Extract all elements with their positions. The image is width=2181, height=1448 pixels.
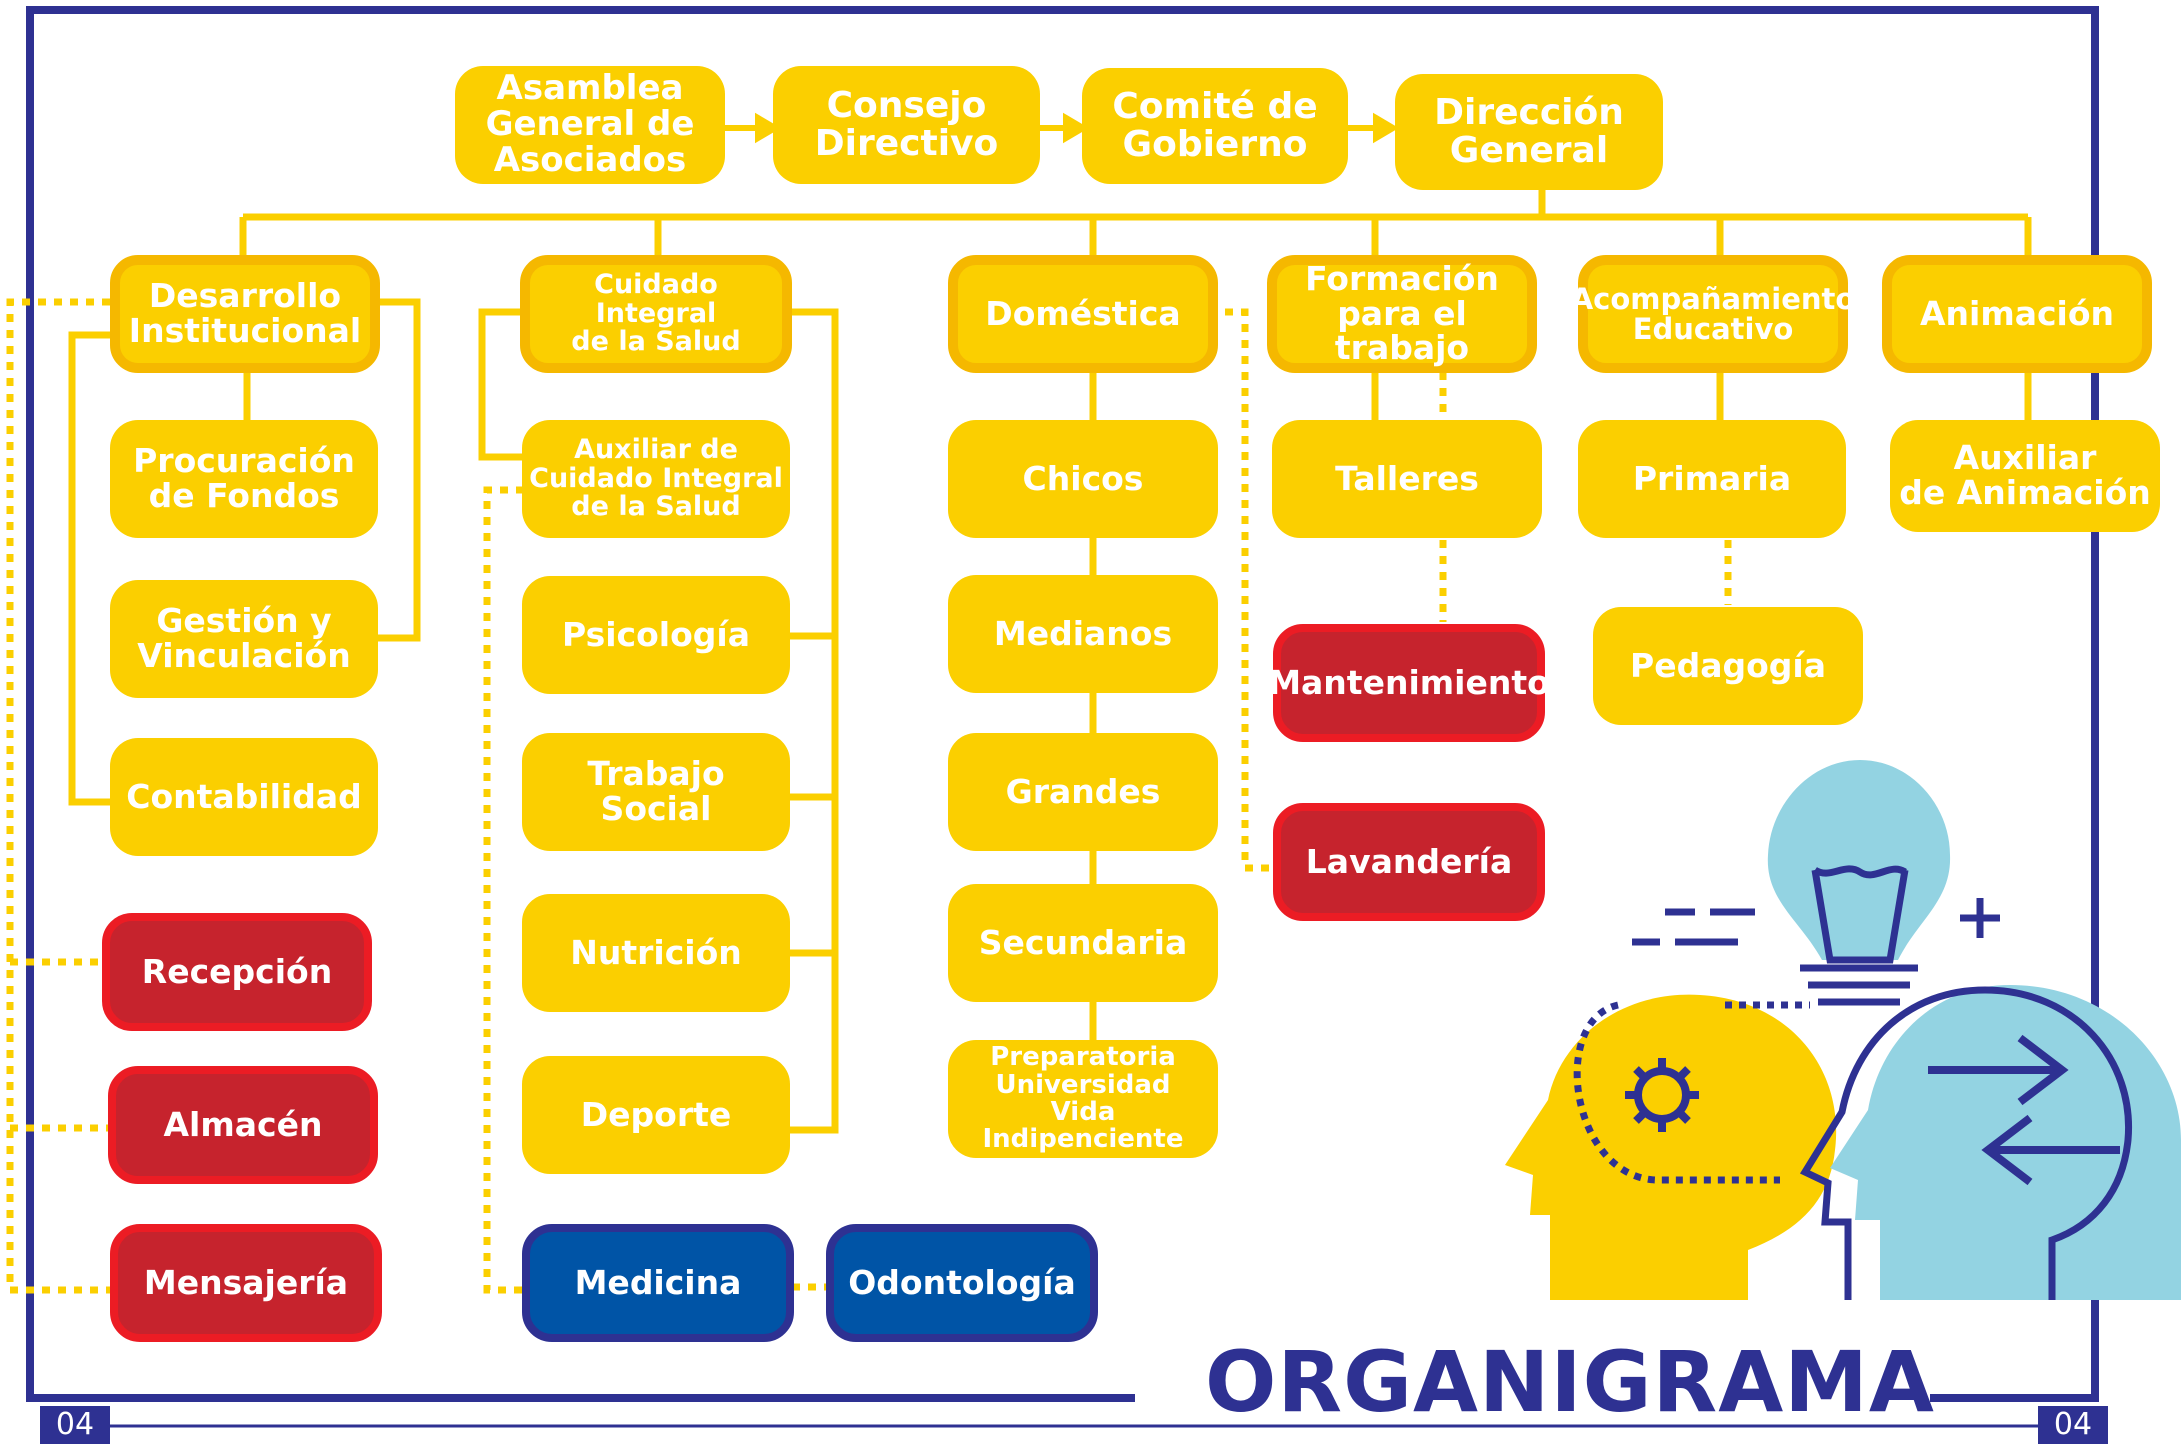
node-procuracion-fondos: Procuración de Fondos [110,420,378,538]
node-trabajo-social: Trabajo Social [522,733,790,851]
node-almacen: Almacén [108,1066,378,1184]
gear-icon [1625,1058,1699,1132]
node-grandes: Grandes [948,733,1218,851]
dept-acompanamiento-educativo: Acompañamiento Educativo [1571,255,1855,373]
node-talleres: Talleres [1272,420,1542,538]
node-mensajeria: Mensajería [110,1224,382,1342]
dept-desarrollo-institucional: Desarrollo Institucional [110,255,380,373]
node-gestion-vinculacion: Gestión y Vinculación [110,580,378,698]
node-deporte: Deporte [522,1056,790,1174]
node-auxiliar-cuidado: Auxiliar de Cuidado Integral de la Salud [522,420,790,538]
node-primaria: Primaria [1578,420,1846,538]
node-lavanderia: Lavandería [1273,803,1545,921]
dept-cuidado-integral: Cuidado Integral de la Salud [520,255,792,373]
yellow-head-icon [1505,994,1837,1300]
node-contabilidad: Contabilidad [110,738,378,856]
node-odontologia: Odontología [826,1224,1098,1342]
node-medicina: Medicina [522,1224,794,1342]
frame-border [26,6,2099,1402]
node-mantenimiento: Mantenimiento [1268,624,1550,742]
node-consejo-directivo: Consejo Directivo [773,66,1040,184]
node-chicos: Chicos [948,420,1218,538]
dept-domestica: Doméstica [948,255,1218,373]
node-comite-gobierno: Comité de Gobierno [1082,68,1348,184]
node-auxiliar-animacion: Auxiliar de Animación [1890,420,2160,532]
node-medianos: Medianos [948,575,1218,693]
node-pedagogia: Pedagogía [1593,607,1863,725]
lightblue-head-icon [1830,985,2181,1300]
node-preparatoria-universidad: Preparatoria Universidad Vida Indipencie… [948,1040,1218,1158]
heads-bulb-illustration [1505,760,2181,1300]
node-recepcion: Recepción [102,913,372,1031]
node-asamblea: Asamblea General de Asociados [455,66,725,184]
node-secundaria: Secundaria [948,884,1218,1002]
node-nutricion: Nutrición [522,894,790,1012]
dept-animacion: Animación [1882,255,2152,373]
node-direccion-general: Dirección General [1395,74,1663,190]
lightbulb-icon [1767,760,1951,960]
page-title: ORGANIGRAMA [1205,1333,1935,1431]
node-psicologia: Psicología [522,576,790,694]
page-number-left: 04 [40,1406,110,1444]
page-number-right: 04 [2038,1406,2108,1444]
outline-head-icon [1799,986,2133,1300]
dept-formacion-trabajo: Formación para el trabajo [1267,255,1537,373]
